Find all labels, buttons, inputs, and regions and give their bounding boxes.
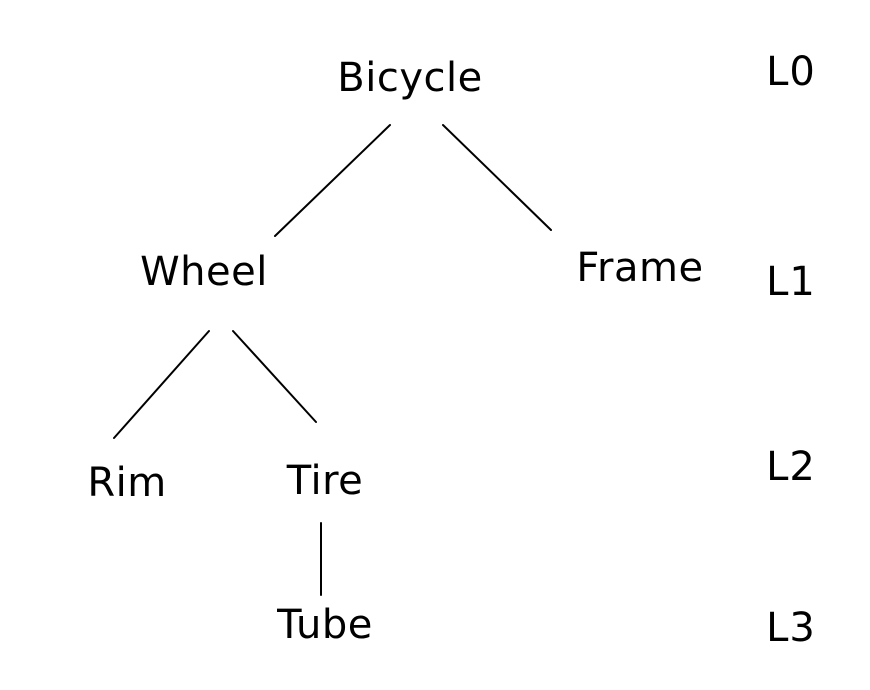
level-label-l1: L1	[766, 259, 816, 305]
tree-node-bicycle[interactable]: Bicycle	[337, 55, 483, 101]
tree-node-frame[interactable]: Frame	[576, 245, 704, 291]
tree-edge-bicycle-wheel	[274, 124, 391, 237]
level-label-l2: L2	[766, 444, 816, 490]
tree-edge-wheel-rim	[113, 330, 210, 439]
tree-edge-wheel-tire	[232, 330, 317, 423]
tree-node-tube[interactable]: Tube	[277, 602, 373, 648]
tree-node-tire[interactable]: Tire	[286, 458, 364, 504]
level-label-l3: L3	[766, 605, 816, 651]
tree-node-wheel[interactable]: Wheel	[140, 249, 268, 295]
level-label-l0: L0	[766, 49, 816, 95]
tree-node-rim[interactable]: Rim	[87, 460, 167, 506]
tree-edge-bicycle-frame	[442, 124, 552, 231]
